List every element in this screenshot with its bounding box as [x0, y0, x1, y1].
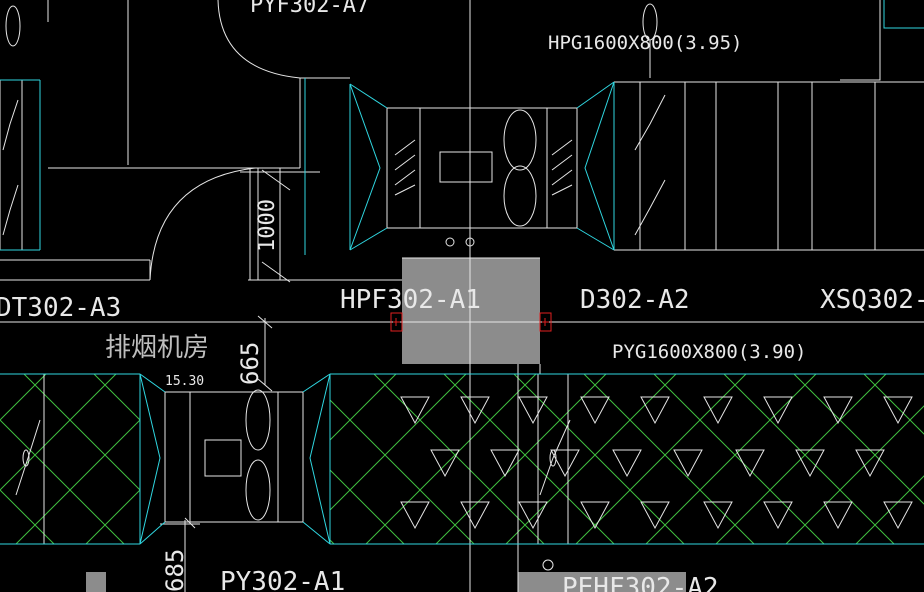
diffuser-triangles — [400, 396, 913, 530]
top-wall-arc — [217, 0, 301, 168]
diffuser-triangle — [400, 501, 430, 530]
label-bottom-duct: PYG1600X800(3.90) — [612, 341, 806, 363]
diffuser-triangle — [430, 449, 460, 478]
diffuser-triangle — [640, 396, 670, 425]
diffuser-triangle — [703, 396, 733, 425]
diffuser-triangle — [855, 449, 885, 478]
diffuser-triangle — [735, 449, 765, 478]
hatch-left — [0, 374, 140, 544]
label-room: 排烟机房 — [105, 333, 209, 363]
diffuser-triangle — [763, 501, 793, 530]
label-top-fan: PYF302-A7 — [250, 0, 369, 18]
red-markers — [390, 312, 552, 332]
diffuser-triangle — [580, 396, 610, 425]
label-dt302: DT302-A3 — [0, 293, 121, 323]
diffuser-triangle — [823, 396, 853, 425]
diffuser-triangle — [673, 449, 703, 478]
diffuser-triangle — [703, 501, 733, 530]
label-top-duct: HPG1600X800(3.95) — [548, 32, 742, 54]
diffuser-triangle — [763, 396, 793, 425]
column-block-right — [518, 572, 686, 592]
label-elevation: 15.30 — [165, 374, 204, 389]
label-pehf302: PEHF302-A2 — [562, 573, 719, 592]
diffuser-triangle — [823, 501, 853, 530]
marker-left — [390, 312, 403, 332]
label-dim-665: 665 — [236, 342, 264, 385]
label-dim-1000: 1000 — [255, 199, 280, 252]
diffuser-triangle — [612, 449, 642, 478]
label-hpf302: HPF302-A1 — [340, 285, 481, 315]
diffuser-triangle — [795, 449, 825, 478]
diffuser-triangle — [640, 501, 670, 530]
diffuser-triangle — [580, 501, 610, 530]
diffuser-triangle — [518, 396, 548, 425]
diffuser-triangle — [400, 396, 430, 425]
left-fan-blades — [2, 99, 19, 236]
diffuser-triangle — [883, 501, 913, 530]
hatched-duct-regions — [0, 374, 924, 544]
door-arc — [149, 167, 256, 281]
label-py302: PY302-A1 — [220, 567, 345, 592]
top-right-wall — [840, 0, 881, 81]
label-d302: D302-A2 — [580, 285, 690, 315]
diffuser-triangle — [518, 501, 548, 530]
cyan-linework — [0, 0, 924, 545]
diffuser-triangle — [883, 396, 913, 425]
marker-right — [539, 312, 552, 332]
hatch-right — [330, 374, 924, 544]
diffuser-triangle — [550, 449, 580, 478]
column-block-left — [86, 572, 106, 592]
equipment-block — [402, 258, 540, 364]
diffuser-triangle — [490, 449, 520, 478]
gray-blocks — [86, 258, 686, 592]
label-dim-685: 685 — [161, 549, 189, 592]
label-xsq302: XSQ302- — [820, 285, 924, 315]
diffuser-triangle — [460, 501, 490, 530]
diffuser-triangle — [460, 396, 490, 425]
